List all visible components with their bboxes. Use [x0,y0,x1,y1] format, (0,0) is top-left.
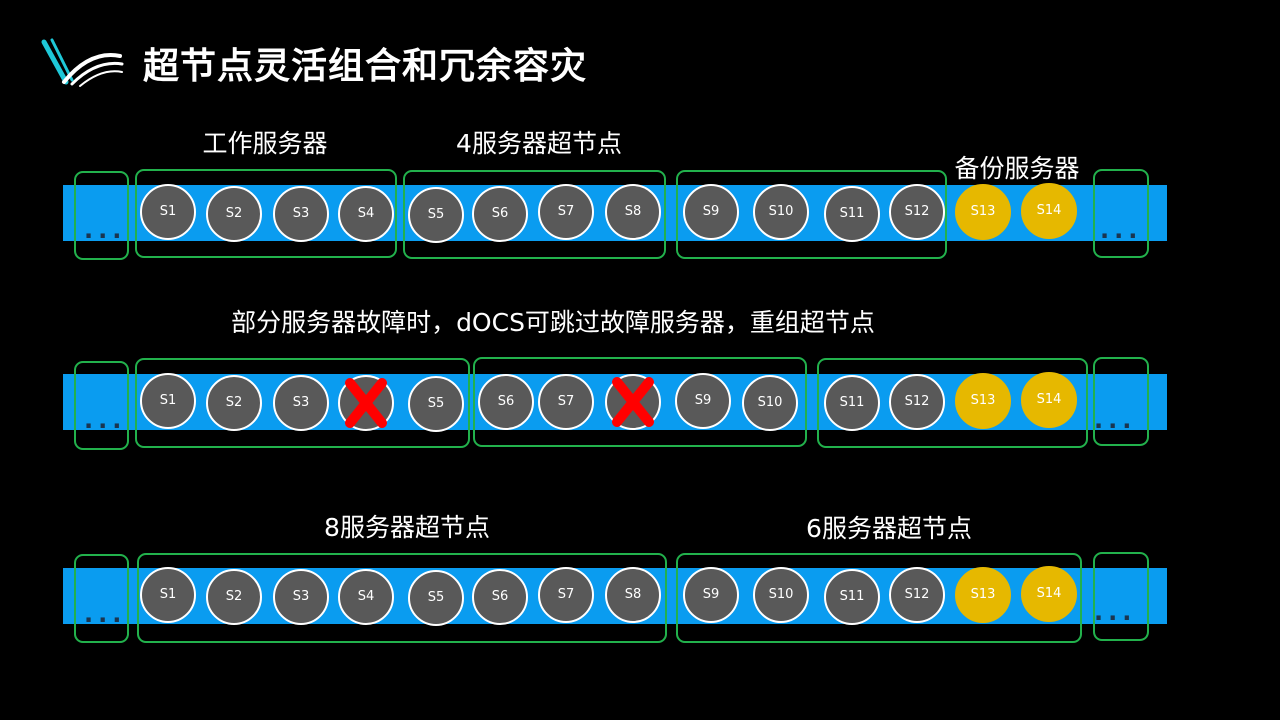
group-box-left-ellipsis [74,171,129,260]
server-node: S8 [605,184,661,240]
group-box-right-ellipsis [1093,552,1149,641]
server-node: S12 [889,374,945,430]
fail-x-icon [345,378,387,428]
server-node: S8 [605,567,661,623]
ellipsis-right: ... [1100,216,1143,244]
server-node: S9 [683,184,739,240]
server-node: S11 [824,375,880,431]
server-node: S5 [408,570,464,626]
server-node: S10 [742,375,798,431]
fail-x-icon [612,377,654,427]
ellipsis-left: ... [84,600,127,628]
ellipsis-right: ... [1094,406,1137,434]
group-box-regrouped-b [473,357,807,447]
group-box-regrouped-c [817,358,1088,448]
server-node: S7 [538,374,594,430]
server-node: S4 [338,186,394,242]
group-box-right-ellipsis [1093,169,1149,258]
backup-server-node: S13 [955,184,1011,240]
backup-server-node: S14 [1021,372,1077,428]
group-box-regrouped-a [135,358,470,448]
backup-server-node: S13 [955,567,1011,623]
group-box-supernode-b [676,170,947,259]
server-node: S10 [753,184,809,240]
server-node: S3 [273,375,329,431]
group-box-supernode-a [403,170,666,259]
server-node: S7 [538,184,594,240]
server-node: S2 [206,186,262,242]
failed-server-node [338,375,394,431]
server-node: S9 [683,567,739,623]
label-failover-caption: 部分服务器故障时，dOCS可跳过故障服务器，重组超节点 [231,308,875,337]
group-box-supernode-8 [137,553,667,643]
group-box-left-ellipsis [74,361,129,450]
server-node: S1 [140,567,196,623]
backup-server-node: S14 [1021,566,1077,622]
server-node: S4 [338,569,394,625]
brand-logo-icon [41,38,124,87]
server-node: S7 [538,567,594,623]
server-node: S5 [408,187,464,243]
server-node: S1 [140,373,196,429]
server-node: S11 [824,569,880,625]
backup-server-node: S14 [1021,183,1077,239]
server-node: S9 [675,373,731,429]
group-box-supernode-6 [676,553,1082,643]
group-box-right-ellipsis [1093,357,1149,446]
server-node: S2 [206,569,262,625]
group-box-working [135,169,397,258]
label-working-servers: 工作服务器 [202,129,328,158]
server-node: S10 [753,567,809,623]
page-title: 超节点灵活组合和冗余容灾 [143,46,588,87]
label-4-server-supernode: 4服务器超节点 [456,129,622,158]
server-node: S6 [472,569,528,625]
label-8-server-supernode: 8服务器超节点 [324,513,490,542]
server-node: S5 [408,376,464,432]
ellipsis-left: ... [84,406,127,434]
ellipsis-right: ... [1094,598,1137,626]
server-node: S3 [273,186,329,242]
server-node: S2 [206,375,262,431]
server-node: S1 [140,184,196,240]
backup-server-node: S13 [955,373,1011,429]
label-6-server-supernode: 6服务器超节点 [806,514,972,543]
server-node: S3 [273,569,329,625]
server-node: S12 [889,184,945,240]
server-node: S6 [478,374,534,430]
server-node: S6 [472,186,528,242]
ellipsis-left: ... [84,216,127,244]
server-node: S11 [824,186,880,242]
failed-server-node [605,374,661,430]
server-node: S12 [889,567,945,623]
group-box-left-ellipsis [74,554,129,643]
label-backup-servers: 备份服务器 [954,154,1080,183]
